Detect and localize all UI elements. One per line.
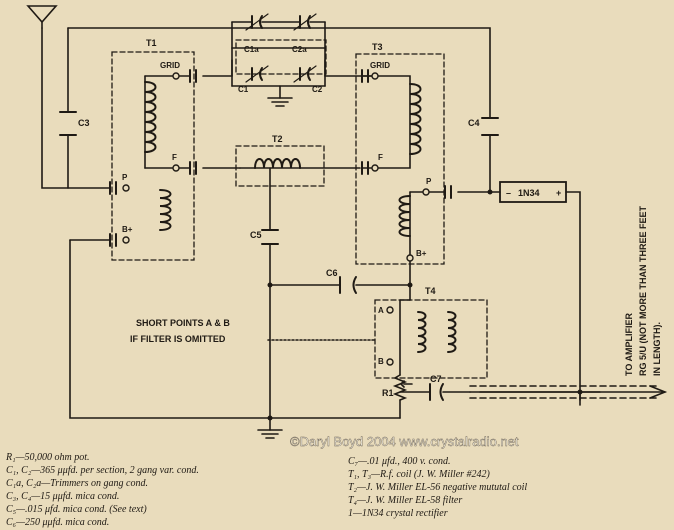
t3-secondary-coil	[409, 83, 422, 155]
label-c5: C5	[250, 230, 262, 240]
t4-coil-a	[417, 311, 427, 353]
diode-1n34: – + 1N34	[499, 181, 567, 203]
diode-minus: –	[506, 188, 511, 198]
capacitors	[59, 69, 499, 401]
label-t3: T3	[372, 42, 383, 52]
t1-primary-coil	[159, 189, 172, 231]
label-r1: R1	[382, 388, 394, 398]
c6-plate-right	[352, 276, 357, 294]
t1-secondary-coil	[144, 81, 157, 153]
output-note: TO AMPLIFIER RG 5/U (NOT MORE THAN THREE…	[624, 205, 662, 376]
shield-cans	[111, 39, 488, 379]
ground-symbols	[257, 97, 293, 439]
label-c1: C1	[238, 85, 249, 94]
gang-capacitor	[231, 13, 326, 83]
t2-can	[235, 145, 325, 187]
legend-right-1: C₇—.01 μfd., 400 v. cond.	[348, 456, 450, 467]
label-p-left: P	[122, 173, 128, 182]
label-f-left: F	[172, 153, 177, 162]
t3-can	[355, 53, 445, 265]
terminals	[122, 72, 430, 366]
legend-left-6: C₆—250 μμfd. mica cond.	[6, 517, 109, 528]
label-p-right: P	[426, 177, 432, 186]
label-c4: C4	[468, 118, 480, 128]
legend-right-2: T₁, T₃—R.f. coil (J. W. Miller #242)	[348, 469, 491, 480]
note-short-line1: SHORT POINTS A & B	[136, 318, 230, 328]
legend-left-2: C₁, C₂—365 μμfd. per section, 2 gang var…	[6, 465, 199, 476]
t4-coil-b	[447, 311, 457, 353]
output-note-line2: RG 5/U (NOT MORE THAN THREE FEET	[638, 205, 648, 376]
note-short-line2: IF FILTER IS OMITTED	[130, 334, 226, 344]
legend-left-1: R₁—50,000 ohm pot.	[5, 452, 89, 463]
label-grid-left: GRID	[160, 61, 180, 70]
label-t4: T4	[425, 286, 436, 296]
label-c1a: C1a	[244, 45, 259, 54]
t3-primary-coil	[398, 195, 411, 237]
label-point-a: A	[378, 306, 384, 315]
output-note-line3: IN LENGTH).	[652, 322, 662, 376]
label-c3: C3	[78, 118, 90, 128]
gang-cap-box	[235, 39, 327, 75]
label-t2: T2	[272, 134, 283, 144]
label-c2: C2	[312, 85, 323, 94]
legend-left-5: C₅—.015 μfd. mica cond. (See text)	[6, 504, 147, 515]
label-c2a: C2a	[292, 45, 307, 54]
legend-right-3: T₂—J. W. Miller EL-56 negative mututal c…	[348, 482, 527, 493]
label-t1: T1	[146, 38, 157, 48]
t4-can	[374, 299, 488, 379]
label-bplus-left: B+	[122, 225, 133, 234]
t1-can	[111, 51, 195, 261]
legend-left-4: C₃, C₄—15 μμfd. mica cond.	[6, 491, 119, 502]
copyright-watermark: ©Daryl Boyd 2004 www.crystalradio.net	[290, 434, 519, 449]
diode-label: 1N34	[518, 188, 540, 198]
legend-right-5: 1—1N34 crystal rectifier	[348, 508, 448, 519]
legend-left-3: C₁a, C₂a—Trimmers on gang cond.	[6, 478, 148, 489]
label-bplus-right: B+	[416, 249, 427, 258]
output-note-line1: TO AMPLIFIER	[624, 312, 634, 376]
label-c6: C6	[326, 268, 338, 278]
diode-plus: +	[556, 188, 561, 198]
r1-potentiometer	[392, 374, 413, 401]
label-grid-right: GRID	[370, 61, 390, 70]
output-cable	[469, 385, 668, 406]
t2-coil	[254, 158, 301, 169]
label-c7: C7	[430, 374, 442, 384]
legend-right-4: T₄—J. W. Miller EL-58 filter	[348, 495, 462, 506]
label-point-b: B	[378, 357, 384, 366]
c7-plate-right	[439, 383, 444, 401]
coils	[144, 81, 457, 353]
label-f-right: F	[378, 153, 383, 162]
junction-dots	[267, 189, 583, 421]
antenna-symbol	[26, 5, 58, 29]
